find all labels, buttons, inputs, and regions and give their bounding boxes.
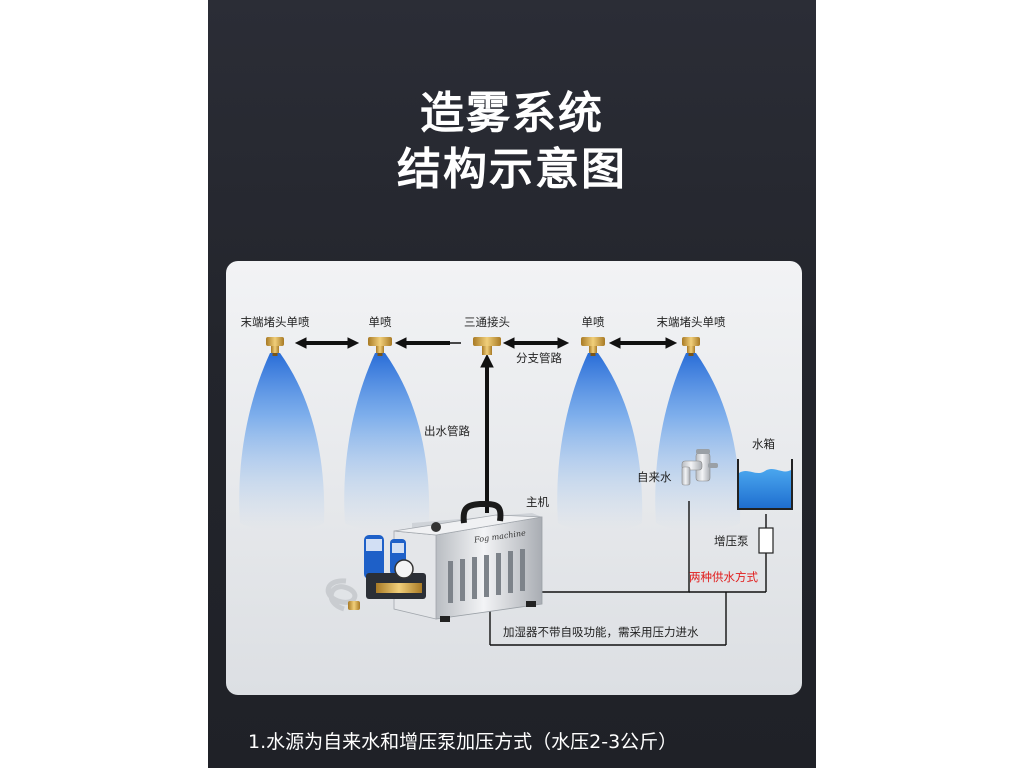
- tee-joint-icon: [473, 337, 501, 355]
- nozzle-icon: [368, 337, 392, 356]
- mist-sprays: [239, 353, 741, 531]
- label-two-supply-methods: 两种供水方式: [689, 570, 758, 584]
- nozzles: [266, 337, 700, 356]
- system-diagram: [239, 337, 793, 646]
- page-title-line2: 结构示意图: [397, 144, 627, 195]
- label-branch-pipe: 分支管路: [516, 351, 562, 365]
- nozzle-icon: [581, 337, 605, 356]
- label-main-unit: 主机: [526, 495, 549, 509]
- water-tank-icon: [737, 459, 793, 510]
- caption-water-source: 1.水源为自来水和增压泵加压方式（水压2-3公斤）: [248, 731, 678, 753]
- label-tap-water: 自来水: [637, 470, 672, 484]
- label-outlet-pipe: 出水管路: [424, 424, 470, 438]
- label-booster-pump: 增压泵: [714, 534, 749, 548]
- mist-spray-1: [239, 353, 325, 531]
- booster-pump-icon: [758, 527, 774, 554]
- label-single-nozzle-left: 单喷: [368, 315, 392, 329]
- water-tap-icon: [681, 449, 718, 486]
- mist-spray-4: [655, 353, 741, 531]
- label-end-plug-nozzle-right: 末端堵头单喷: [656, 315, 726, 329]
- label-tee-joint: 三通接头: [464, 315, 510, 329]
- diagram-card: 末端堵头单喷 单喷 三通接头 单喷 末端堵头单喷 分支管路 出水管路 主机 自来…: [226, 261, 802, 695]
- label-water-tank: 水箱: [752, 437, 775, 451]
- nozzle-icon: [266, 337, 284, 356]
- page-title-line1: 造雾系统: [420, 88, 604, 139]
- mist-spray-3: [557, 353, 643, 531]
- mist-spray-2: [344, 353, 430, 531]
- poster-panel: 造雾系统 结构示意图: [208, 0, 816, 768]
- label-single-nozzle-right: 单喷: [581, 315, 605, 329]
- label-note-pressure-inlet: 加湿器不带自吸功能，需采用压力进水: [503, 625, 699, 639]
- label-end-plug-nozzle-left: 末端堵头单喷: [240, 315, 310, 329]
- nozzle-icon: [682, 337, 700, 356]
- fog-machine-icon: [325, 501, 543, 622]
